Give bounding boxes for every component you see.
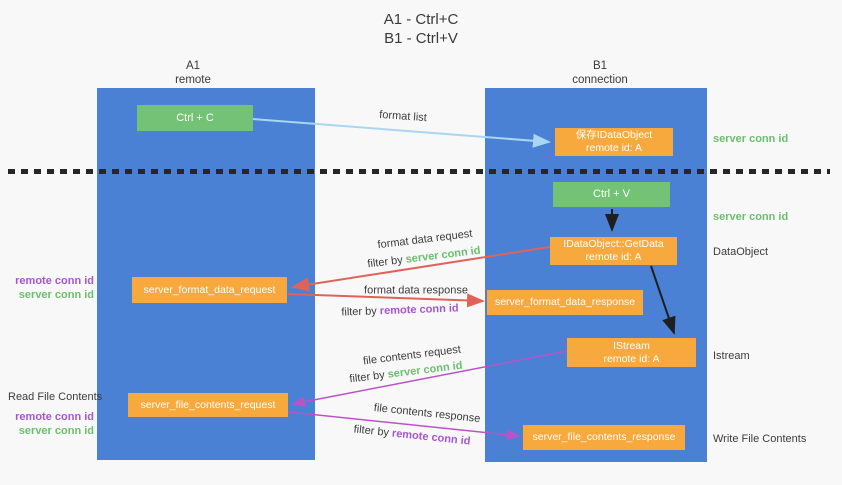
node-ctrl-v: Ctrl + V	[553, 182, 670, 207]
node-server-file-contents-request: server_file_contents_request	[128, 393, 288, 417]
right-label-server-conn-id-mid: server conn id	[713, 211, 789, 223]
node-ctrl-c-label: Ctrl + C	[176, 111, 214, 124]
lane-b-header: B1 connection	[550, 60, 650, 87]
node-server-file-contents-response-label: server_file_contents_response	[532, 431, 676, 443]
node-istream-line2: remote id: A	[603, 352, 660, 365]
title-line-1: A1 - Ctrl+C	[383, 11, 459, 28]
node-istream: IStream remote id: A	[567, 338, 696, 367]
lane-a-id: A1	[185, 60, 201, 72]
right-label-server-conn-id-top: server conn id	[713, 133, 789, 145]
node-server-format-data-response-label: server_format_data_response	[494, 296, 636, 308]
server-conn-id-text: server conn id	[405, 244, 482, 266]
node-server-format-data-request-label: server_format_data_request	[143, 283, 276, 296]
node-idataobject-getdata-line2: remote id: A	[585, 251, 642, 263]
edge-label-filter-remote-2: filter by remote conn id	[353, 423, 471, 448]
lane-a-header: A1 remote	[143, 60, 243, 87]
node-idataobject-getdata-line1: IDataObject::GetData	[563, 238, 664, 250]
node-server-file-contents-response: server_file_contents_response	[523, 425, 685, 450]
right-label-dataobject: DataObject	[713, 246, 769, 258]
node-server-format-data-request: server_format_data_request	[132, 277, 287, 303]
edge-label-format-list: format list	[378, 108, 428, 125]
node-save-idataobject-line2: remote id: A	[585, 142, 643, 154]
diagram-title: A1 - Ctrl+C B1 - Ctrl+V	[0, 10, 842, 48]
filter-by-text: filter by	[366, 253, 407, 271]
lane-b-id: B1	[592, 60, 608, 72]
right-label-istream: Istream	[713, 350, 750, 362]
node-server-format-data-response: server_format_data_response	[487, 290, 643, 315]
node-istream-line1: IStream	[613, 339, 650, 352]
left-label-server-conn-id-top: server conn id	[18, 289, 94, 301]
remote-conn-id-text: remote conn id	[391, 427, 472, 448]
filter-by-text: filter by	[341, 305, 381, 319]
title-line-2: B1 - Ctrl+V	[384, 30, 458, 47]
edge-label-filter-remote-1: filter by remote conn id	[341, 302, 459, 319]
dashed-separator	[8, 169, 830, 174]
lane-b-subtitle: connection	[572, 73, 628, 86]
filter-by-text: filter by	[348, 368, 389, 386]
left-label-server-conn-id-bottom: server conn id	[18, 425, 94, 437]
node-idataobject-getdata: IDataObject::GetData remote id: A	[550, 237, 677, 265]
lane-a-subtitle: remote	[175, 73, 211, 86]
node-ctrl-v-label: Ctrl + V	[593, 188, 630, 200]
left-label-remote-conn-id-top: remote conn id	[15, 275, 94, 287]
left-label-read-file-contents: Read File Contents	[8, 391, 103, 403]
node-server-file-contents-request-label: server_file_contents_request	[140, 398, 276, 411]
left-label-remote-conn-id-bottom: remote conn id	[15, 411, 94, 423]
node-save-idataobject-line1: 保存IDataObject	[575, 129, 653, 141]
edge-label-format-data-response: format data response	[364, 284, 468, 297]
filter-by-text: filter by	[353, 423, 393, 440]
edge-label-file-contents-response: file contents response	[373, 401, 481, 426]
node-save-idataobject: 保存IDataObject remote id: A	[555, 128, 673, 156]
remote-conn-id-text: remote conn id	[379, 302, 459, 318]
node-ctrl-c: Ctrl + C	[137, 105, 253, 131]
right-label-write-file-contents: Write File Contents	[713, 433, 807, 445]
